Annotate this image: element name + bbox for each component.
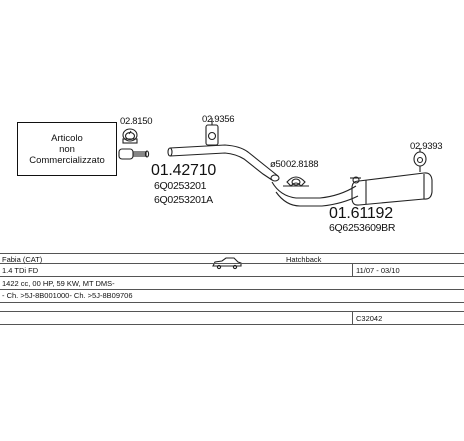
part-code-02-8150[interactable]: 02.8150 — [120, 116, 153, 127]
table-divider — [0, 263, 464, 264]
note-line-2: non — [59, 143, 75, 155]
table-divider — [0, 311, 464, 312]
part-code-02-9393[interactable]: 02.9393 — [410, 141, 443, 152]
middle-pipe — [167, 144, 280, 182]
engine-label: 1.4 TDi FD — [2, 266, 39, 275]
note-line-3: Commercializzato — [29, 154, 105, 166]
table-divider — [0, 324, 464, 325]
chassis-range: - Ch. >5J-8B001000- Ch. >5J-8B09706 — [2, 291, 133, 300]
note-line-1: Articolo — [51, 132, 83, 144]
reference-code: C32042 — [356, 314, 383, 323]
oem-number-6q6253609br: 6Q6253609BR — [329, 222, 396, 234]
part-code-02-9356[interactable]: 02.9356 — [202, 114, 235, 125]
pipe-diameter-label: ø50 — [270, 159, 286, 170]
part-code-01-42710[interactable]: 01.42710 — [151, 162, 217, 179]
table-divider — [0, 289, 464, 290]
body-type: Hatchback — [286, 255, 322, 264]
table-divider — [0, 302, 464, 303]
rubber-mount-02-9356 — [205, 118, 219, 146]
part-code-02-8188[interactable]: 02.8188 — [286, 159, 319, 170]
rear-silencer — [351, 172, 433, 206]
rear-pipe — [271, 176, 361, 207]
oem-number-6q0253201: 6Q0253201 — [154, 180, 207, 192]
oem-number-6q0253201a: 6Q0253201A — [154, 194, 213, 206]
not-available-note: Articolo non Commercializzato — [17, 122, 117, 176]
clamp-02-8150 — [122, 128, 138, 144]
vehicle-model: Fabia (CAT) — [2, 255, 43, 264]
front-pipe-flange — [118, 148, 150, 160]
mount-02-8188 — [283, 176, 309, 187]
table-column-divider — [352, 311, 353, 324]
table-divider — [0, 253, 464, 254]
table-divider — [0, 276, 464, 277]
rubber-mount-02-9393 — [413, 148, 427, 172]
part-code-01-61192[interactable]: 01.61192 — [329, 205, 393, 222]
production-years: 11/07 - 03/10 — [356, 266, 400, 275]
table-column-divider — [352, 263, 353, 276]
car-icon — [212, 257, 242, 270]
engine-details: 1422 cc, 00 HP, 59 KW, MT DMS- — [2, 279, 115, 288]
